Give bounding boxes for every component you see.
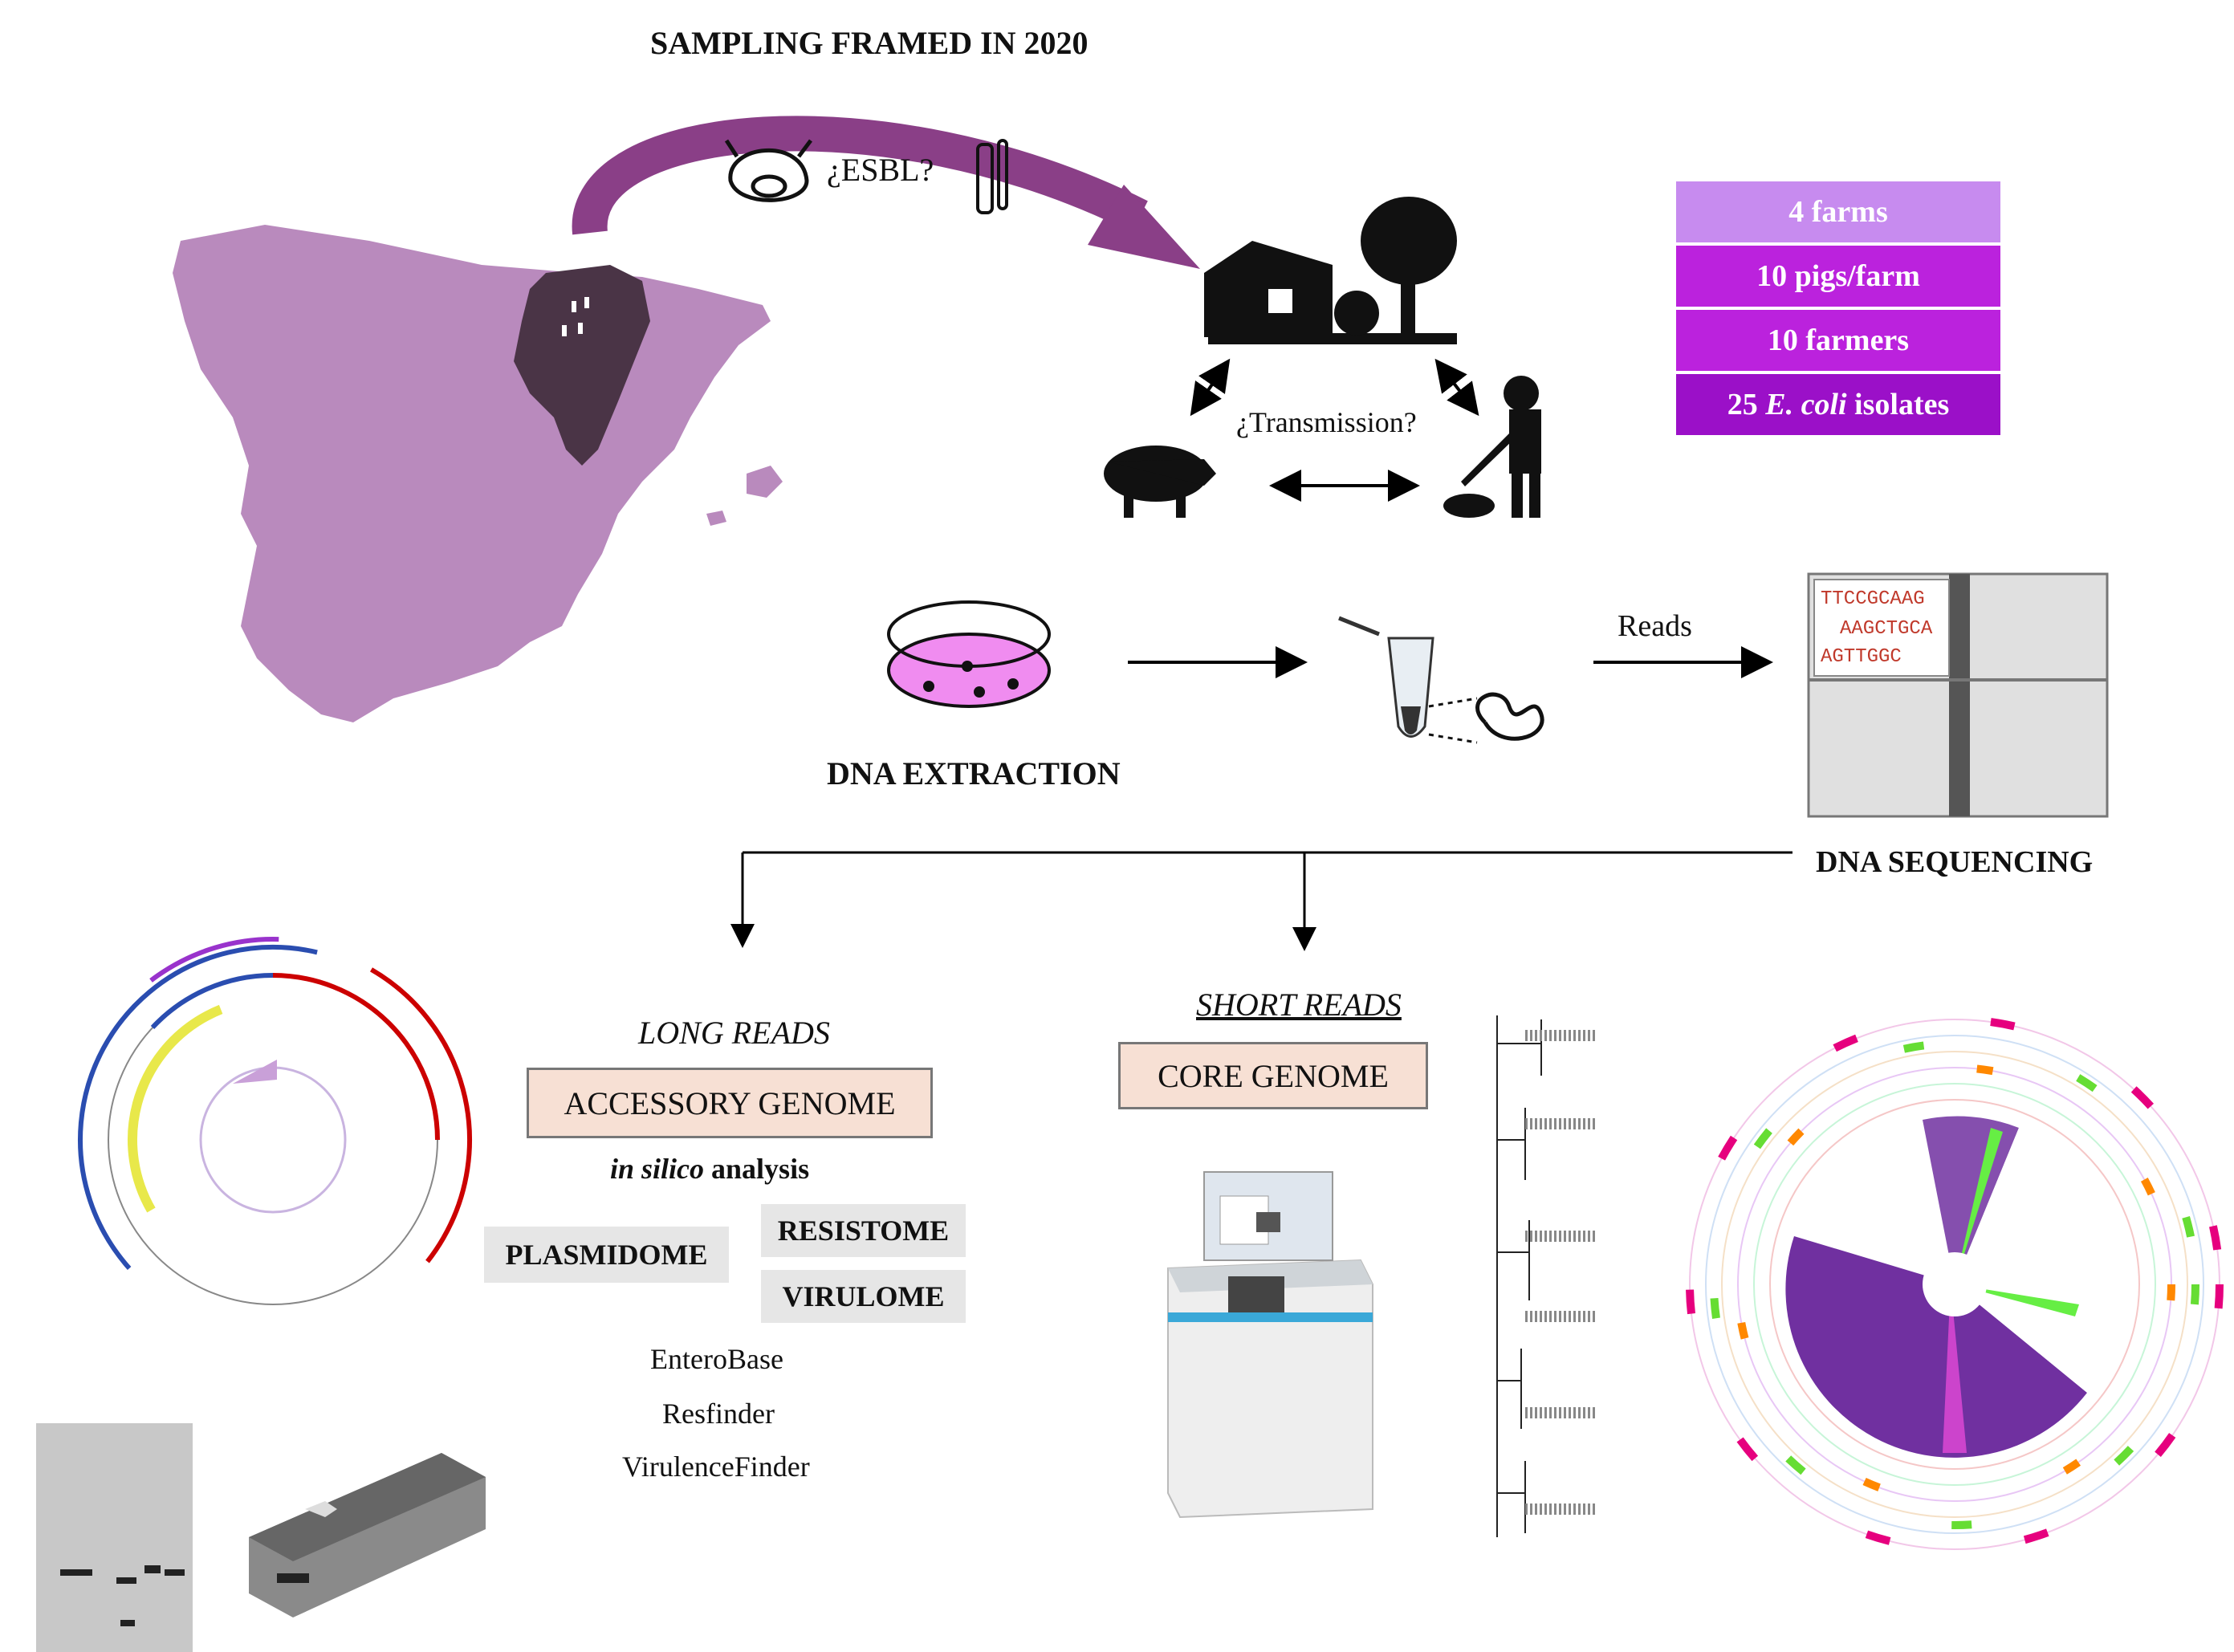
- farmer-icon: [1443, 376, 1541, 518]
- plasmidome-box: PLASMIDOME: [484, 1227, 729, 1283]
- database-virulencefinder: VirulenceFinder: [622, 1451, 810, 1483]
- microtube-icon: [1338, 616, 1434, 738]
- short-reads-heading: SHORT READS: [1196, 987, 1402, 1023]
- transmission-arrows: [1190, 358, 1479, 502]
- sequencing-panel: [1807, 572, 2109, 818]
- database-enterobase: EnteroBase: [650, 1343, 783, 1375]
- stat-farmers: 10 farmers: [1676, 310, 2000, 371]
- minion-device-icon: [249, 1453, 486, 1617]
- sequence-line: AAGCTGCA: [1840, 618, 1933, 640]
- branch-arrows: [730, 851, 1792, 951]
- transmission-question: ¿Transmission?: [1236, 406, 1417, 438]
- stat-farms: 4 farms: [1676, 181, 2000, 242]
- stat-isolates: 25 E. coli isolates: [1676, 374, 2000, 435]
- pig-icon: [1104, 446, 1216, 518]
- database-resfinder: Resfinder: [662, 1398, 775, 1430]
- sequence-line: TTCCGCAAG: [1821, 588, 1925, 610]
- dna-coil-icon: [1428, 692, 1544, 744]
- virulome-box: VIRULOME: [761, 1270, 966, 1323]
- circular-genome-map: [70, 937, 476, 1343]
- phylogenetic-tree-icon: [1496, 1015, 1597, 1537]
- test-tube-icon: [976, 139, 1008, 214]
- circular-tree-figure: [1686, 1015, 2224, 1553]
- long-reads-heading: LONG READS: [638, 1015, 830, 1051]
- tree-icon: [1361, 197, 1457, 341]
- stat-pigs: 10 pigs/farm: [1676, 246, 2000, 307]
- pig-face-icon: [724, 139, 812, 202]
- accessory-genome-box: ACCESSORY GENOME: [527, 1068, 933, 1138]
- dna-extraction-label: DNA EXTRACTION: [827, 755, 1121, 791]
- petri-dish-icon: [887, 600, 1051, 708]
- reads-label: Reads: [1618, 609, 1692, 643]
- esbl-question: ¿ESBL?: [827, 152, 934, 188]
- resistome-box: RESISTOME: [761, 1204, 966, 1257]
- gel-image: [36, 1423, 193, 1652]
- core-genome-box: CORE GENOME: [1118, 1042, 1428, 1109]
- dna-sequencing-label: DNA SEQUENCING: [1816, 845, 2094, 879]
- in-silico-label: in silico analysis: [610, 1153, 810, 1185]
- aragon-region: [514, 265, 650, 466]
- farmhouse-icon: [1204, 241, 1457, 344]
- page-title: SAMPLING FRAMED IN 2020: [650, 25, 1089, 61]
- sampling-arrow: [572, 116, 1200, 269]
- sequencer-icon: [1167, 1171, 1373, 1519]
- spain-map: [173, 225, 783, 722]
- sampling-stats: 4 farms 10 pigs/farm 10 farmers 25 E. co…: [1676, 181, 2000, 438]
- sequence-line: AGTTGGC: [1821, 646, 1902, 668]
